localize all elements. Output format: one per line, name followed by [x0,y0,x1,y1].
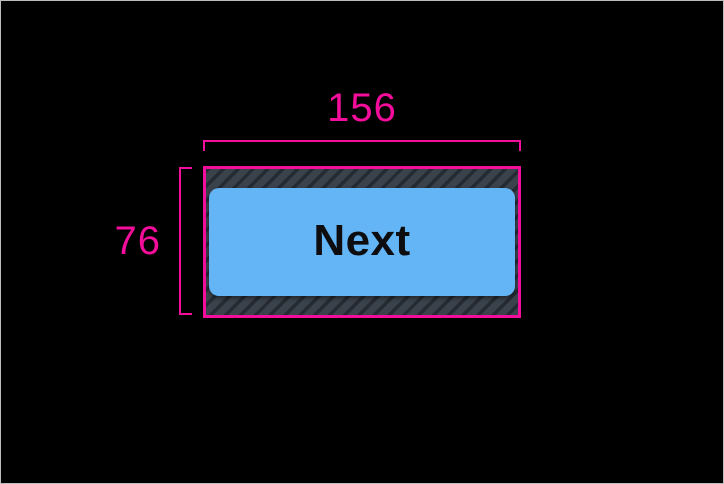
height-measure-bracket [179,167,192,315]
height-dimension-label: 76 [114,219,161,263]
width-measure-bracket [203,140,521,151]
width-dimension-label: 156 [327,86,397,130]
next-button[interactable]: Next [209,188,515,296]
touch-target-outline: Next [203,166,521,318]
next-button-label: Next [313,216,411,265]
